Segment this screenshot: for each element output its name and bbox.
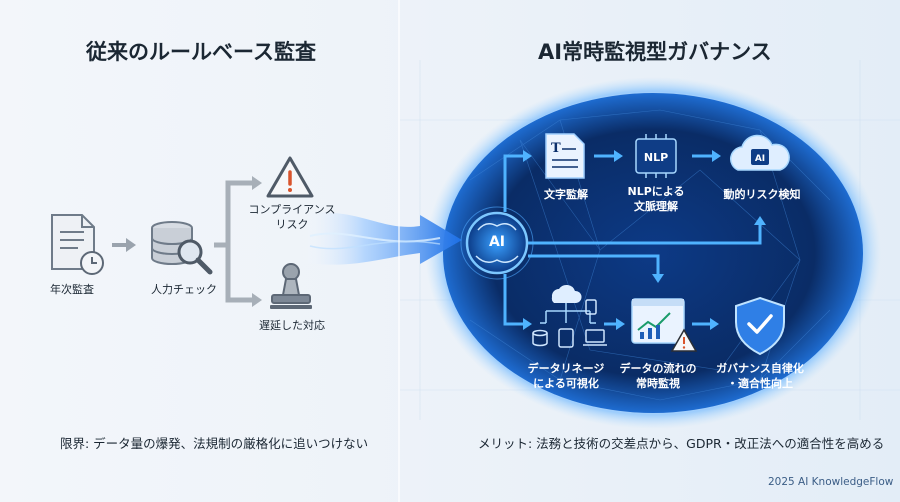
benefit-note: メリット: 法務と技術の交差点から、GDPR・改正法への適合性を高める — [478, 436, 885, 451]
svg-text:T: T — [551, 141, 561, 156]
data-lineage-label: データリネージ による可視化 — [527, 362, 605, 390]
ai-cloud-icon: AI — [730, 134, 790, 171]
ai-flow-lines — [503, 154, 762, 326]
credit-text: 2025 AI KnowledgeFlow — [768, 476, 894, 488]
data-flow-monitoring-label: データの流れの 常時監視 — [619, 362, 697, 390]
nlp-chip-icon: NLP — [635, 134, 677, 178]
section-divider — [398, 0, 400, 502]
transition-arrow — [300, 212, 462, 265]
branch-arrow-head-bottom — [252, 293, 262, 307]
branch-arrows — [214, 180, 254, 303]
traditional-audit-title: 従来のルールベース監査 — [86, 40, 316, 64]
text-analysis-label: 文字監解 — [544, 188, 588, 201]
nlp-chip-text: NLP — [644, 151, 668, 164]
limitation-note: 限界: データ量の爆発、法規制の厳格化に追いつけない — [60, 436, 369, 451]
dynamic-risk-label: 動的リスク検知 — [723, 188, 801, 201]
governance-autonomy-label: ガバナンス自律化 ・適合性向上 — [716, 362, 804, 390]
nlp-context-label: NLPによる 文脈理解 — [627, 185, 685, 213]
delayed-response-label: 遅延した対応 — [259, 319, 325, 332]
calendar-document-icon — [51, 214, 104, 275]
ai-brain-core — [460, 206, 534, 280]
annual-audit-label: 年次監査 — [50, 283, 94, 296]
branch-arrow-head-top — [252, 176, 262, 190]
stamp-icon — [270, 263, 312, 309]
manual-check-label: 人力チェック — [151, 283, 217, 296]
compliance-risk-label: コンプライアンス リスク — [248, 203, 336, 231]
arrow-1-head — [126, 238, 136, 252]
flow-arrow-heads — [523, 150, 766, 330]
document-icon: T — [545, 133, 585, 179]
shield-check-icon — [735, 296, 785, 356]
lineage-icon — [532, 284, 607, 348]
ai-governance-title: AI常時監視型ガバナンス — [538, 40, 772, 64]
database-search-icon — [151, 221, 213, 275]
monitor-chart-icon — [631, 298, 698, 352]
ai-core-label: AI — [488, 234, 506, 250]
warning-icon — [266, 156, 314, 198]
ai-cloud-text: AI — [755, 154, 765, 164]
